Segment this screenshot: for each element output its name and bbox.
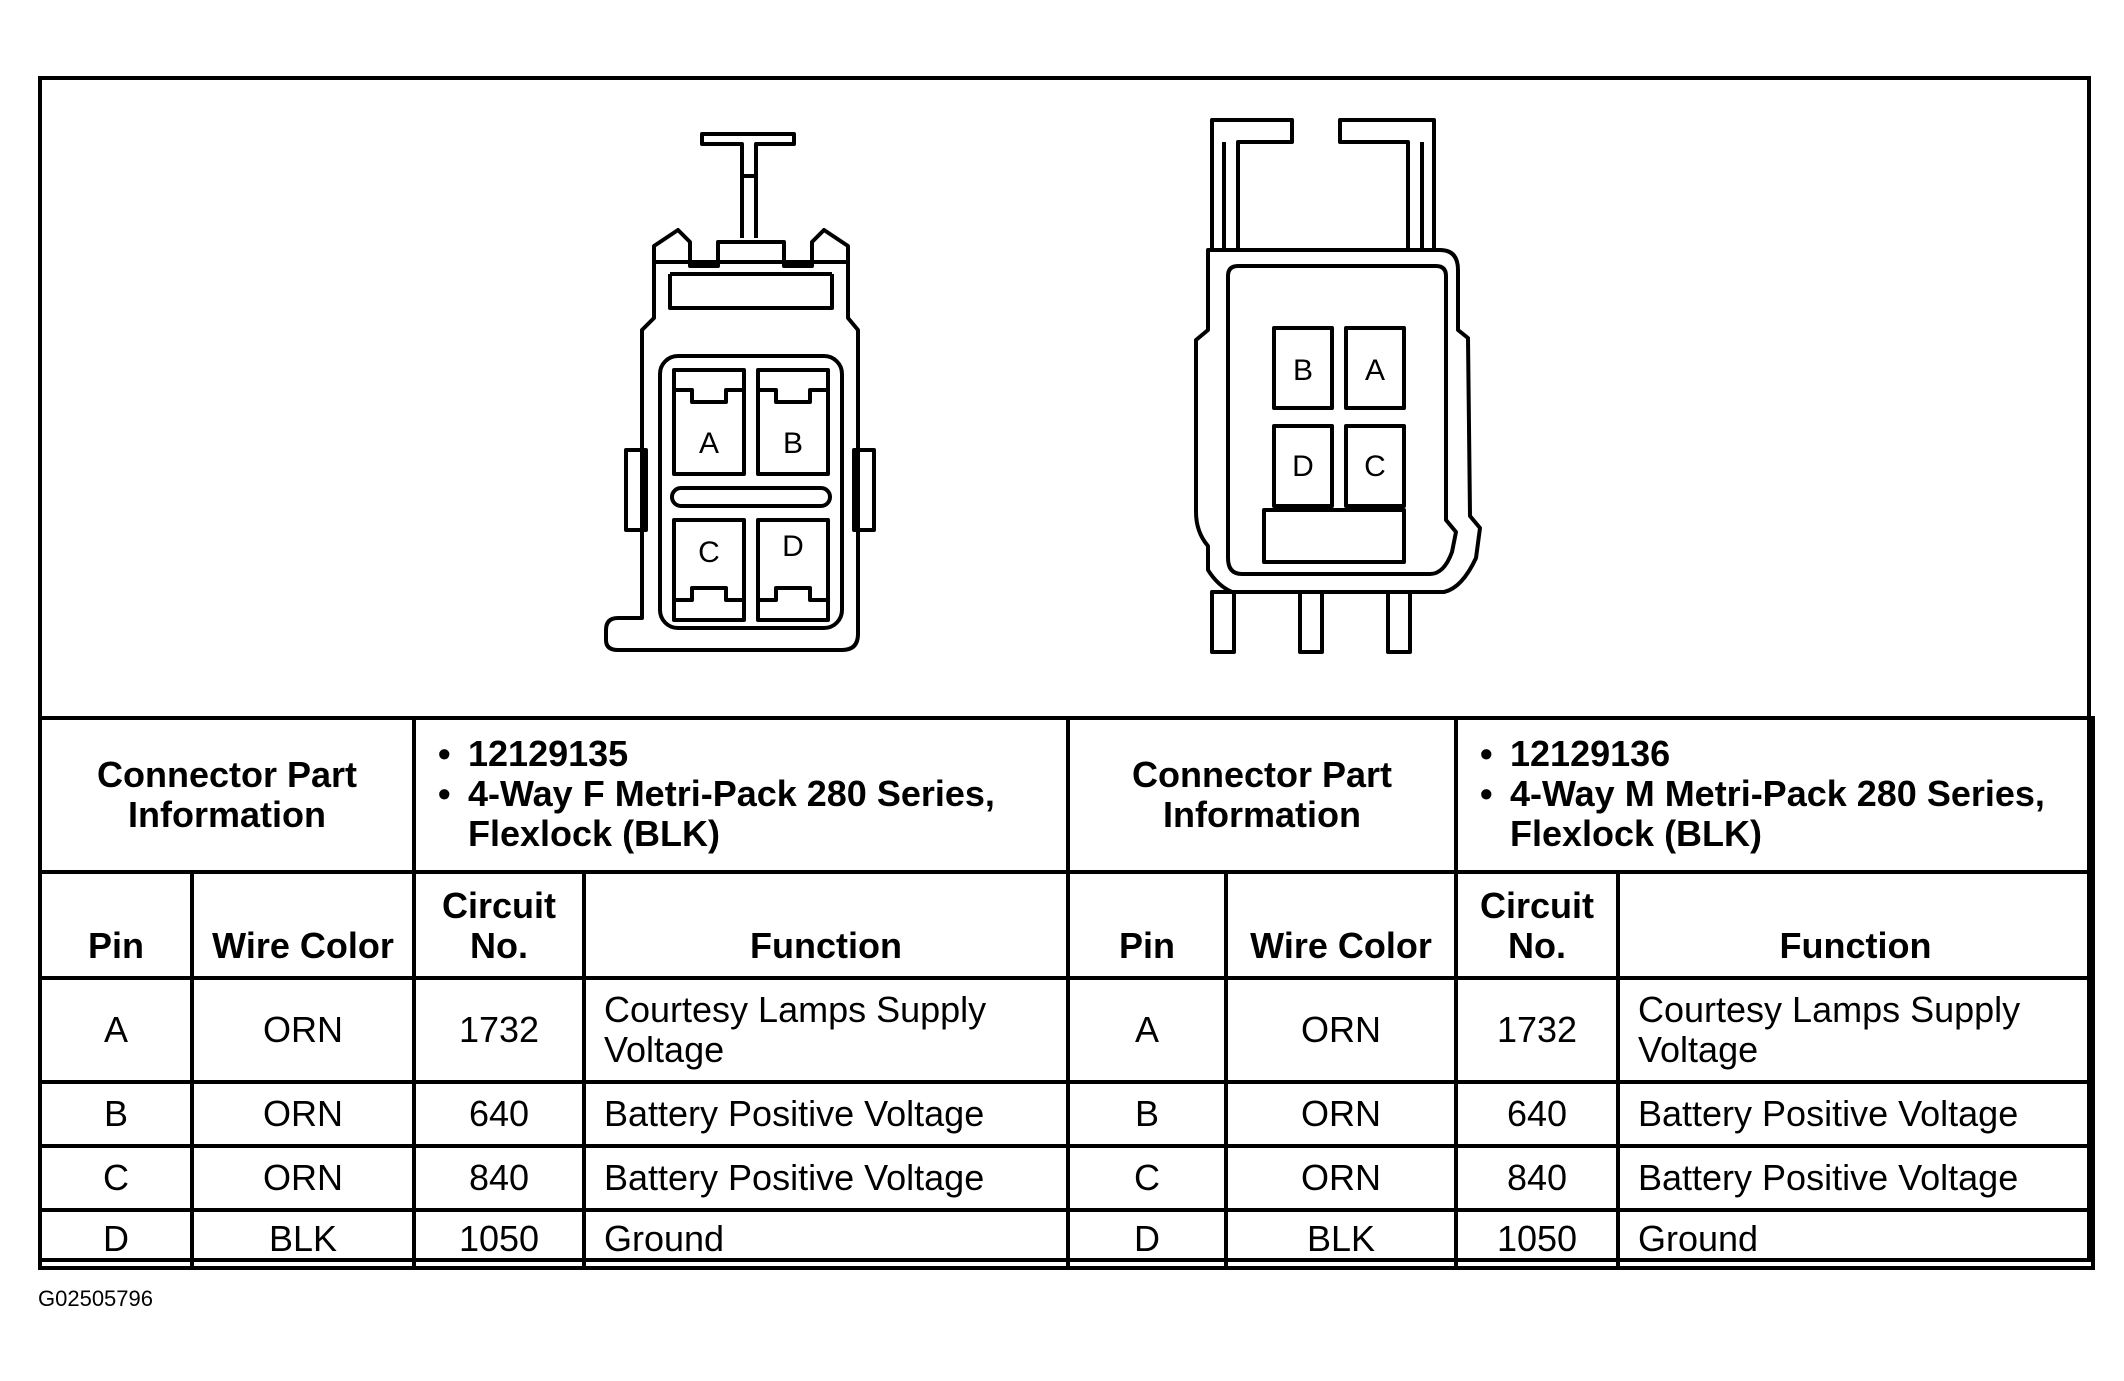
male-latch-right	[1338, 118, 1436, 250]
right-pin-cell: B	[1066, 1080, 1228, 1148]
right-function-cell: Battery Positive Voltage	[1616, 1144, 2095, 1212]
female-terminal-a	[672, 368, 746, 476]
left-function-cell: Battery Positive Voltage	[582, 1144, 1070, 1212]
male-foot-left	[1210, 590, 1236, 654]
female-pin-b-label: B	[783, 427, 803, 460]
table-row: B ORN 640 Battery Positive Voltage B ORN…	[38, 1080, 2095, 1148]
female-pin-d-label: D	[782, 530, 804, 563]
right-part-info-label: Connector Part Information	[1066, 716, 1458, 874]
left-function-cell: Courtesy Lamps Supply Voltage	[582, 976, 1070, 1084]
column-header-row: Pin Wire Color Circuit No. Function Pin …	[38, 870, 2095, 980]
left-circuit-header: Circuit No.	[412, 870, 586, 980]
left-wire-color-cell: ORN	[190, 1144, 416, 1212]
right-pin-header: Pin	[1066, 870, 1228, 980]
female-connector-drawing: A B C D	[604, 132, 876, 652]
left-function-cell: Battery Positive Voltage	[582, 1080, 1070, 1148]
male-pin-b-label: B	[1293, 354, 1313, 387]
left-circuit-cell: 840	[412, 1144, 586, 1212]
female-pin-c-label: C	[698, 536, 720, 569]
right-wire-color-header: Wire Color	[1224, 870, 1458, 980]
right-function-cell: Battery Positive Voltage	[1616, 1080, 2095, 1148]
left-pin-header: Pin	[38, 870, 194, 980]
left-pin-cell: A	[38, 976, 194, 1084]
connector-drawings: A B C D B	[42, 80, 2087, 716]
male-terminal-a	[1344, 326, 1406, 410]
left-wire-color-cell: ORN	[190, 1080, 416, 1148]
left-wire-color-cell: BLK	[190, 1208, 416, 1270]
female-terminal-d	[756, 518, 830, 622]
male-inner-outline	[1226, 264, 1458, 576]
male-connector-drawing: B A D C	[1194, 118, 1482, 654]
left-wire-color-header: Wire Color	[190, 870, 416, 980]
right-pin-cell: D	[1066, 1208, 1228, 1270]
right-pin-cell: A	[1066, 976, 1228, 1084]
female-inner-top	[668, 272, 834, 310]
connector-pinout-table: Connector Part Information 12129135 4-Wa…	[38, 716, 2095, 1270]
right-function-cell: Courtesy Lamps Supply Voltage	[1616, 976, 2095, 1084]
left-circuit-cell: 640	[412, 1080, 586, 1148]
table-row: C ORN 840 Battery Positive Voltage C ORN…	[38, 1144, 2095, 1212]
part-info-row: Connector Part Information 12129135 4-Wa…	[38, 716, 2095, 874]
left-pin-cell: D	[38, 1208, 194, 1270]
left-part-type: 4-Way F Metri-Pack 280 Series, Flexlock …	[434, 774, 1048, 854]
right-wire-color-cell: ORN	[1224, 1144, 1458, 1212]
male-pin-c-label: C	[1364, 450, 1386, 483]
left-wire-color-cell: ORN	[190, 976, 416, 1084]
male-foot-center	[1298, 590, 1324, 654]
left-part-info-label: Connector Part Information	[38, 716, 416, 874]
male-foot-right	[1386, 590, 1412, 654]
diagram-frame: A B C D B	[38, 76, 2095, 1270]
right-function-header: Function	[1616, 870, 2095, 980]
left-part-description: 12129135 4-Way F Metri-Pack 280 Series, …	[412, 716, 1070, 874]
right-circuit-cell: 640	[1454, 1080, 1620, 1148]
female-latch-shoulders	[652, 228, 850, 268]
male-lower-slot	[1262, 508, 1406, 564]
female-terminal-b	[756, 368, 830, 476]
right-part-type: 4-Way M Metri-Pack 280 Series, Flexlock …	[1476, 774, 2073, 854]
left-pin-cell: C	[38, 1144, 194, 1212]
right-part-description: 12129136 4-Way M Metri-Pack 280 Series, …	[1454, 716, 2095, 874]
male-terminal-b	[1272, 326, 1334, 410]
male-pin-a-label: A	[1365, 354, 1385, 387]
right-wire-color-cell: ORN	[1224, 1080, 1458, 1148]
female-center-rib	[670, 486, 832, 508]
male-pin-d-label: D	[1292, 450, 1314, 483]
male-terminal-c	[1344, 424, 1406, 508]
table-row: A ORN 1732 Courtesy Lamps Supply Voltage…	[38, 976, 2095, 1084]
male-terminal-d	[1272, 424, 1334, 508]
right-function-cell: Ground	[1616, 1208, 2095, 1270]
figure-id: G02505796	[38, 1286, 153, 1311]
female-terminal-c	[672, 518, 746, 622]
right-circuit-cell: 840	[1454, 1144, 1620, 1212]
male-latch-left	[1210, 118, 1294, 250]
left-function-header: Function	[582, 870, 1070, 980]
right-part-number: 12129136	[1476, 734, 2073, 774]
right-wire-color-cell: BLK	[1224, 1208, 1458, 1270]
left-pin-cell: B	[38, 1080, 194, 1148]
left-circuit-cell: 1732	[412, 976, 586, 1084]
right-pin-cell: C	[1066, 1144, 1228, 1212]
left-circuit-cell: 1050	[412, 1208, 586, 1270]
female-pin-a-label: A	[699, 427, 719, 460]
male-body-outline	[1194, 248, 1482, 594]
female-body-outline	[604, 260, 860, 652]
table-row: D BLK 1050 Ground D BLK 1050 Ground	[38, 1208, 2095, 1270]
right-wire-color-cell: ORN	[1224, 976, 1458, 1084]
right-circuit-header: Circuit No.	[1454, 870, 1620, 980]
right-circuit-cell: 1732	[1454, 976, 1620, 1084]
left-part-number: 12129135	[434, 734, 1048, 774]
female-right-ear	[852, 448, 876, 532]
left-function-cell: Ground	[582, 1208, 1070, 1270]
female-cavity-frame	[658, 354, 844, 630]
female-latch-neck	[740, 176, 758, 238]
female-latch-tab	[700, 132, 796, 178]
right-circuit-cell: 1050	[1454, 1208, 1620, 1270]
female-left-ear	[624, 448, 648, 532]
